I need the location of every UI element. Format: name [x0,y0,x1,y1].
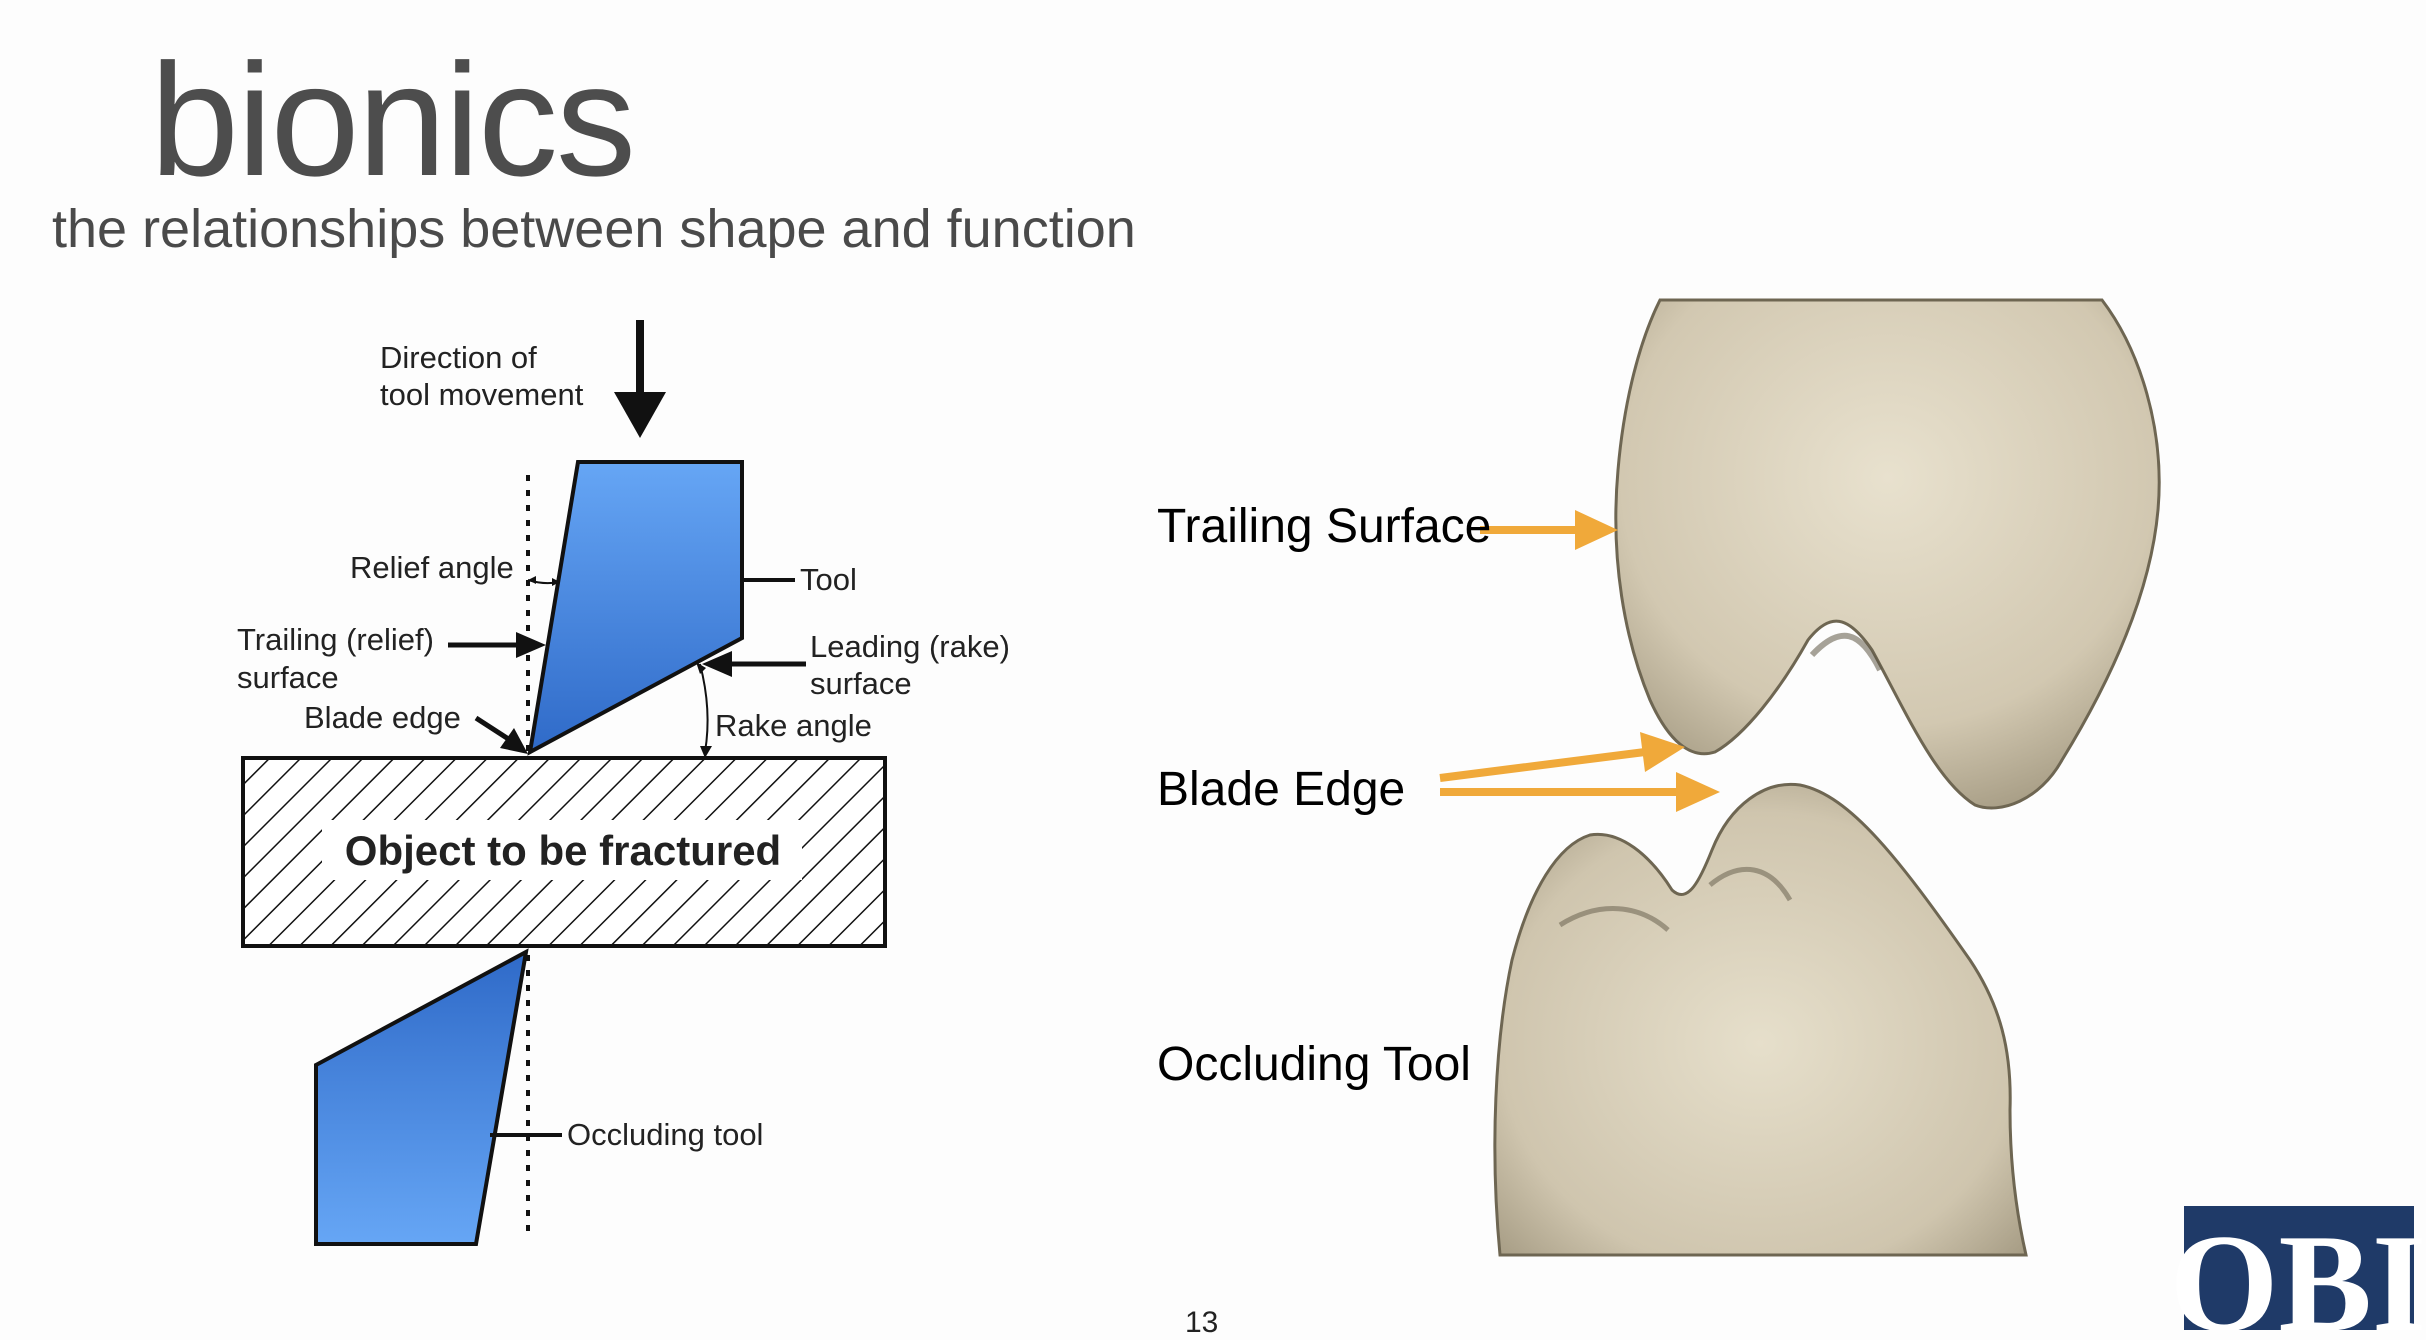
fracture-diagram: Direction of tool movement Relief angle … [237,320,1010,1246]
direction-arrow [614,320,666,438]
slide-title: bionics [150,30,636,209]
lower-tooth-ridge-shade [1708,867,1793,902]
label-direction-line1: Direction of [380,340,537,375]
object-label-bg [322,820,802,880]
label-tool: Tool [800,562,857,597]
slide-subtitle: the relationships between shape and func… [52,199,1136,259]
lower-tooth [1493,782,2028,1257]
label-direction-line2: tool movement [380,377,584,412]
upper-tool-shape [527,460,744,756]
label-leading-line2: surface [810,666,912,701]
label-blade-edge: Blade edge [304,700,461,735]
label-object: Object to be fractured [345,827,781,874]
obi-logo: OBI [2170,1206,2426,1330]
page-number: 13 [1185,1306,1219,1339]
label-occluding-tool: Occluding tool [567,1117,763,1152]
label-tooth-blade-edge: Blade Edge [1157,763,1405,816]
logo-text: OBI [2170,1206,2426,1330]
label-leading-line1: Leading (rake) [810,629,1010,664]
tooth-illustration: Trailing Surface Blade Edge Occluding To… [1157,298,2161,1257]
label-trailing-line2: surface [237,660,339,695]
rake-angle-marker [696,662,712,758]
label-tooth-occluding-tool: Occluding Tool [1157,1038,1471,1091]
label-relief-angle: Relief angle [350,550,514,585]
label-trailing-line1: Trailing (relief) [237,622,434,657]
upper-tooth-notch-shade [1809,632,1883,672]
relief-angle-marker [527,576,560,586]
label-rake-angle: Rake angle [715,708,872,743]
upper-tooth [1614,298,2161,810]
blade-edge-orange-arrow-upper [1439,732,1685,782]
label-trailing-surface: Trailing Surface [1157,500,1491,553]
lower-tooth-cusp-shade [1558,906,1670,932]
leading-surface-arrow [702,651,806,677]
blade-edge-orange-arrow-lower [1440,772,1720,812]
trailing-surface-arrow [448,632,546,658]
occluding-tool-shape [314,948,529,1246]
trailing-surface-orange-arrow [1480,510,1618,550]
blade-edge-arrow [474,715,528,754]
